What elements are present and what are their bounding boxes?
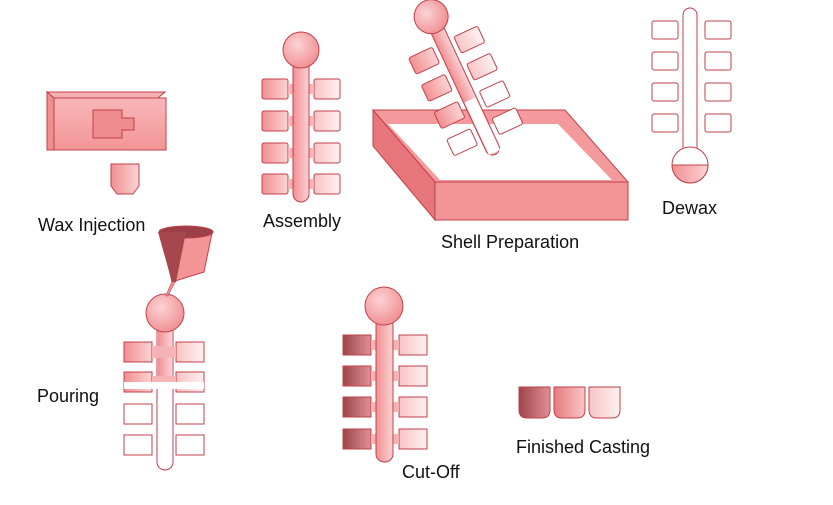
label-pouring: Pouring <box>37 386 100 406</box>
label-cut-off: Cut-Off <box>402 462 460 482</box>
assembly-tree <box>261 31 341 203</box>
pouring-mold <box>123 293 205 471</box>
finished-castings <box>518 386 621 419</box>
label-finished-casting: Finished Casting <box>516 437 651 457</box>
label-dewax: Dewax <box>662 198 718 218</box>
shell-slurry-tank <box>371 108 630 222</box>
wax-pattern <box>110 163 140 195</box>
dewax-shell <box>651 7 732 184</box>
shell-dipped-tree <box>408 0 523 156</box>
label-shell-preparation: Shell Preparation <box>441 232 580 252</box>
ladle-icon <box>158 225 214 283</box>
label-assembly: Assembly <box>263 211 342 231</box>
wax-injection-die <box>45 90 167 151</box>
cut-off-tree <box>342 286 428 463</box>
label-wax-injection: Wax Injection <box>38 215 146 235</box>
